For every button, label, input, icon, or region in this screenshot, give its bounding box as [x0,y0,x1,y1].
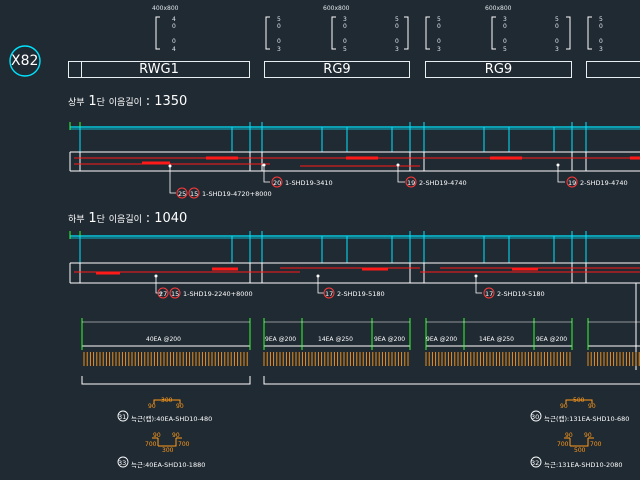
upper-beam [69,122,640,199]
section-brackets [155,16,592,50]
axis-bubble [9,45,41,77]
stirrup-detail-shapes [152,399,594,447]
beam-size-label: 400x800 [152,5,179,12]
axis-label: X82 [11,53,39,69]
beam-name-box[interactable]: RG9 [425,61,572,78]
beam-size-label: 600x800 [323,5,350,12]
lower-lap-header: 하부 1단 이음길이 : 1040 [68,211,188,226]
beam-name-box[interactable]: RG9 [264,61,410,78]
upper-lap-header: 상부 1단 이음길이 : 1350 [68,94,188,109]
beam-name-box[interactable]: RWG1 [68,61,250,78]
stirrup-layout [81,318,640,385]
lower-beam [69,231,640,370]
beam-size-label: 600x800 [485,5,512,12]
beam-name-box[interactable] [586,61,640,78]
